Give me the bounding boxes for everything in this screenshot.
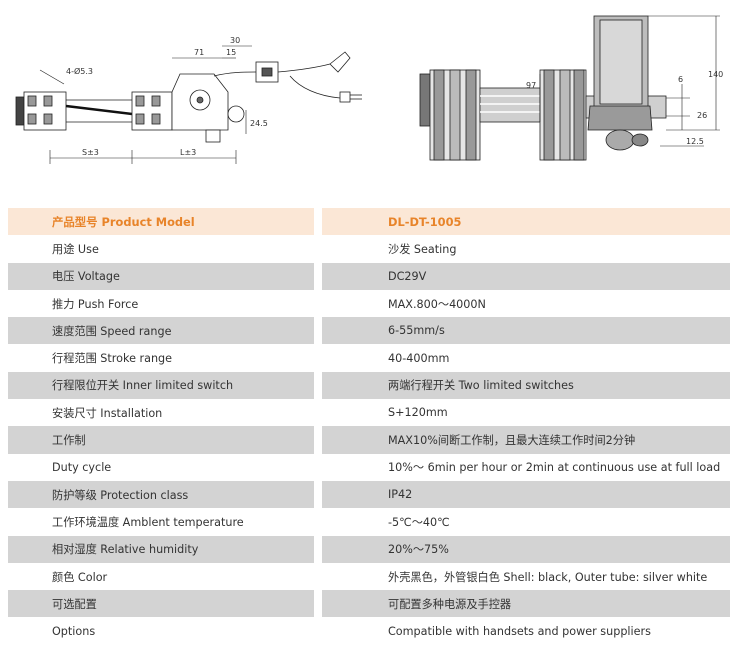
dim-12-5: 12.5 xyxy=(686,137,704,146)
spec-row: 用途 Use 沙发 Seating xyxy=(8,235,730,263)
dim-30: 30 xyxy=(230,36,240,45)
spec-row-value: S+120mm xyxy=(388,406,448,420)
spec-row: Options Compatible with handsets and powe… xyxy=(8,617,730,645)
dim-97: 97 xyxy=(526,81,536,90)
spec-row-label: 推力 Push Force xyxy=(52,297,139,311)
spec-row-label: 颜色 Color xyxy=(52,570,108,584)
spec-row-label: Duty cycle xyxy=(52,460,112,474)
dim-15: 15 xyxy=(226,48,236,57)
top-view-drawing xyxy=(419,15,720,161)
spec-row-value: DC29V xyxy=(322,262,730,290)
dim-140: 140 xyxy=(708,70,723,79)
spec-row-label: 行程限位开关 Inner limited switch xyxy=(8,371,314,400)
spec-row: 工作环境温度 Amblent temperature -5℃～40℃ xyxy=(8,508,730,536)
spec-row: 电压 Voltage DC29V xyxy=(8,262,730,290)
spec-table: 产品型号 Product Model DL-DT-1005 用途 Use 沙发 S… xyxy=(8,208,730,645)
spec-row-value: 10%～ 6min per hour or 2min at continuous… xyxy=(388,461,721,475)
dim-length: L±3 xyxy=(180,148,196,157)
spec-header-label: 产品型号 Product Model xyxy=(8,208,314,236)
side-view-drawing xyxy=(15,45,362,164)
spec-row-value: 可配置多种电源及手控器 xyxy=(322,590,730,618)
spec-row: 行程限位开关 Inner limited switch 两端行程开关 Two li… xyxy=(8,371,730,400)
dim-holes: 4-Ø5.3 xyxy=(66,66,93,76)
spec-row-label: Options xyxy=(52,624,96,638)
spec-row: 相对湿度 Relative humidity 20%～75% xyxy=(8,535,730,563)
spec-row: 安装尺寸 Installation S+120mm xyxy=(8,399,730,427)
dim-71: 71 xyxy=(194,48,204,57)
spec-row-label: 行程范围 Stroke range xyxy=(52,352,173,366)
spec-row-label: 用途 Use xyxy=(52,242,99,256)
spec-row: 行程范围 Stroke range 40-400mm xyxy=(8,344,730,372)
spec-row: 颜色 Color 外壳黑色，外管银白色 Shell: black, Outer t… xyxy=(8,562,730,591)
spec-row: Duty cycle 10%～ 6min per hour or 2min at … xyxy=(8,453,730,481)
spec-row-value: 6-55mm/s xyxy=(322,317,730,345)
spec-row-label: 速度范围 Speed range xyxy=(8,317,314,345)
spec-row-value: 沙发 Seating xyxy=(388,242,457,256)
spec-row-value: 20%～75% xyxy=(322,535,730,563)
dim-stroke: S±3 xyxy=(82,148,99,157)
spec-row-value: IP42 xyxy=(322,480,730,509)
spec-row: 工作制 MAX10%间断工作制，且最大连续工作时间2分钟 xyxy=(8,426,730,454)
spec-row-value: MAX.800～4000N xyxy=(388,297,486,311)
spec-row: 防护等级 Protection class IP42 xyxy=(8,480,730,509)
dim-6: 6 xyxy=(678,75,683,84)
spec-row-value: MAX10%间断工作制，且最大连续工作时间2分钟 xyxy=(322,426,730,454)
spec-row: 可选配置可配置多种电源及手控器 xyxy=(8,590,730,618)
spec-header-value: DL-DT-1005 xyxy=(322,208,730,236)
spec-row-value: 外壳黑色，外管银白色 Shell: black, Outer tube: sil… xyxy=(388,570,708,584)
top-view-dimensions: 97 140 6 26 12.5 xyxy=(526,70,723,146)
dim-26: 26 xyxy=(697,111,707,120)
spec-row-label: 可选配置 xyxy=(8,590,314,618)
spec-row-value: 40-400mm xyxy=(388,351,450,365)
spec-row-label: 工作环境温度 Amblent temperature xyxy=(52,515,244,529)
spec-row-label: 电压 Voltage xyxy=(8,262,314,290)
spec-row-label: 工作制 xyxy=(8,426,314,454)
spec-row-value: Compatible with handsets and power suppl… xyxy=(388,624,651,638)
spec-row: 推力 Push Force MAX.800～4000N xyxy=(8,289,730,318)
spec-row-value: 两端行程开关 Two limited switches xyxy=(322,371,730,400)
technical-drawing-area: 4-Ø5.3 71 30 15 24.5 S±3 L±3 xyxy=(0,0,742,190)
side-view-dimensions: 4-Ø5.3 71 30 15 24.5 S±3 L±3 xyxy=(66,36,268,157)
spec-row: 速度范围 Speed range 6-55mm/s xyxy=(8,317,730,345)
spec-row-label: 防护等级 Protection class xyxy=(8,480,314,509)
spec-row-label: 安装尺寸 Installation xyxy=(52,406,163,420)
dim-24-5: 24.5 xyxy=(250,119,268,128)
spec-row-label: 相对湿度 Relative humidity xyxy=(8,535,314,563)
spec-header-row: 产品型号 Product Model DL-DT-1005 xyxy=(8,208,730,236)
spec-row-value: -5℃～40℃ xyxy=(388,515,450,529)
